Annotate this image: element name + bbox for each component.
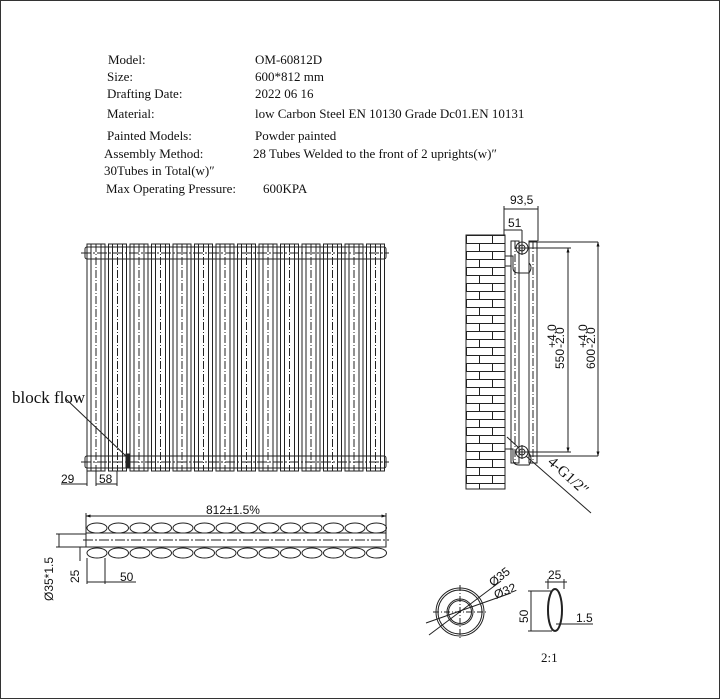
svg-text:-2.0: -2.0 [553,327,567,348]
svg-text:25: 25 [68,569,82,583]
painted-models-value: Powder painted [255,128,337,143]
oval-width-label: 25 [548,568,562,582]
tube [194,243,213,472]
wall-thickness-label: 1.5 [576,611,593,625]
dim-depth-wall: 51 [508,216,522,230]
svg-text:550: 550 [553,349,567,369]
assembly-method-label: Assembly Method: [104,146,204,161]
dim-depth-total: 93,5 [510,193,534,207]
assembly-method-value: 28 Tubes Welded to the front of 2 uprigh… [253,146,497,161]
material-value: low Carbon Steel EN 10130 Grade Dc01.EN … [255,106,525,121]
tube [258,243,278,472]
material-label: Material: [107,106,155,121]
side-view [465,206,600,514]
size-label: Size: [107,69,133,84]
tube [215,243,235,472]
dim-58: 58 [99,472,113,486]
painted-models-label: Painted Models: [107,128,192,143]
block-flow-annotation: block flow [12,388,86,407]
svg-text:Ø35*1.5: Ø35*1.5 [42,557,56,601]
max-pressure-label: Max Operating Pressure: [106,181,236,196]
svg-text:4-G1/2″: 4-G1/2″ [544,454,591,499]
tube [172,243,192,472]
scale-label: 2:1 [541,650,558,665]
dim-tube-pitch: 50 [120,570,134,584]
tube-row-lower [86,547,387,559]
oval-height-label: 50 [517,609,531,623]
tube [344,243,364,472]
tube [86,243,106,472]
max-pressure-value: 600KPA [263,181,308,196]
svg-text:50: 50 [517,609,531,623]
svg-text:600: 600 [584,349,598,369]
tube [301,243,321,472]
front-view [61,243,389,486]
drafting-date-value: 2022 06 16 [255,86,314,101]
dim-height-total: 600 +4.0 -2.0 [576,324,598,369]
svg-text:-2.0: -2.0 [584,327,598,348]
tube [237,243,256,472]
tube [129,243,149,472]
svg-text:+4.0: +4.0 [545,324,559,348]
tube [323,243,342,472]
tube [151,243,170,472]
tube-section-detail [425,579,593,639]
total-tubes-text: 30Tubes in Total(w)″ [104,163,215,178]
wall-brick-icon [465,234,506,490]
drafting-date-label: Drafting Date: [107,86,183,101]
connection-label: 4-G1/2″ [544,454,591,499]
size-value: 600*812 mm [255,69,324,84]
tube-spec-label: Ø35*1.5 [42,557,56,601]
tube [280,243,299,472]
model-value: OM-60812D [255,52,323,67]
svg-text:+4.0: +4.0 [576,324,590,348]
dim-height-centres: 550 +4.0 -2.0 [545,324,567,369]
model-label: Model: [108,52,146,67]
dim-29: 29 [61,472,75,486]
dim-row-offset: 25 [68,569,82,583]
tube [108,243,127,472]
tube-row-upper [86,522,387,534]
top-view [56,513,389,584]
tube [366,243,385,472]
dim-width: 812±1.5% [206,503,260,517]
